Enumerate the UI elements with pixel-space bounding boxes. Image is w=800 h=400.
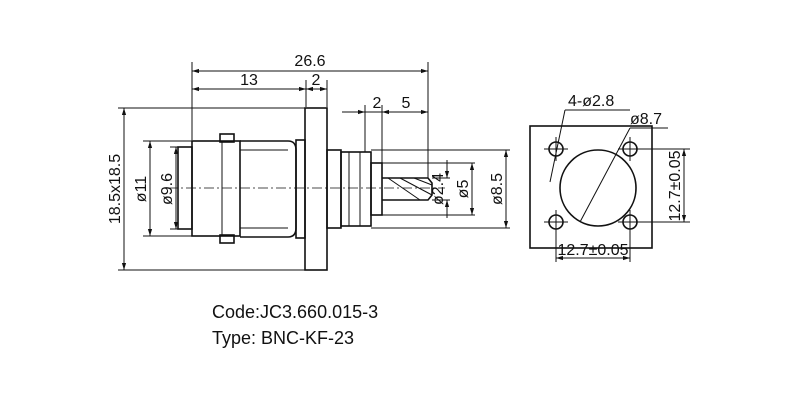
dim-body-dia-inner: ø9.6 [159,173,176,205]
dim-pin-length: 5 [402,95,411,112]
dim-hole-spacing-v: 12.7±0.05 [667,150,684,221]
side-view: 26.6 13 2 2 5 18.5x18.5 ø11 ø9.6 ø2.4 ø5… [107,53,510,271]
product-code: Code:JC3.660.015-3 [212,302,378,322]
product-type: Type: BNC-KF-23 [212,328,354,348]
dim-insulator-dia: ø5 [455,180,472,199]
dim-holes: 4-ø2.8 [568,93,614,110]
flange-neck [295,139,306,239]
center-pin [382,177,433,201]
dim-center-hole: ø8.7 [630,111,662,128]
front-view: 4-ø2.8 ø8.7 12.7±0.05 12.7±0.05 [529,93,690,262]
dim-body-dia-outer: ø11 [133,176,150,202]
dim-flange-thickness: 2 [312,72,321,89]
dim-flange-height: 18.5x18.5 [107,154,124,224]
rear-step [370,162,383,216]
center-hole [559,149,637,227]
dim-shell-dia: ø8.5 [489,173,506,205]
dim-body-length: 13 [240,72,258,89]
bayonet-pin-top [219,133,235,143]
dim-pin-dia: ø2.4 [430,173,447,205]
rear-shell [326,149,342,229]
dim-hole-spacing-h: 12.7±0.05 [557,242,628,259]
flange [304,107,328,271]
bayonet-pin-bottom [219,234,235,244]
rear-insulator [340,151,372,227]
body-shell [240,140,297,238]
flange-square [529,125,653,249]
dim-total-length: 26.6 [294,53,325,70]
body-bayonet-ring [191,140,241,237]
dim-pin-offset: 2 [373,95,382,112]
